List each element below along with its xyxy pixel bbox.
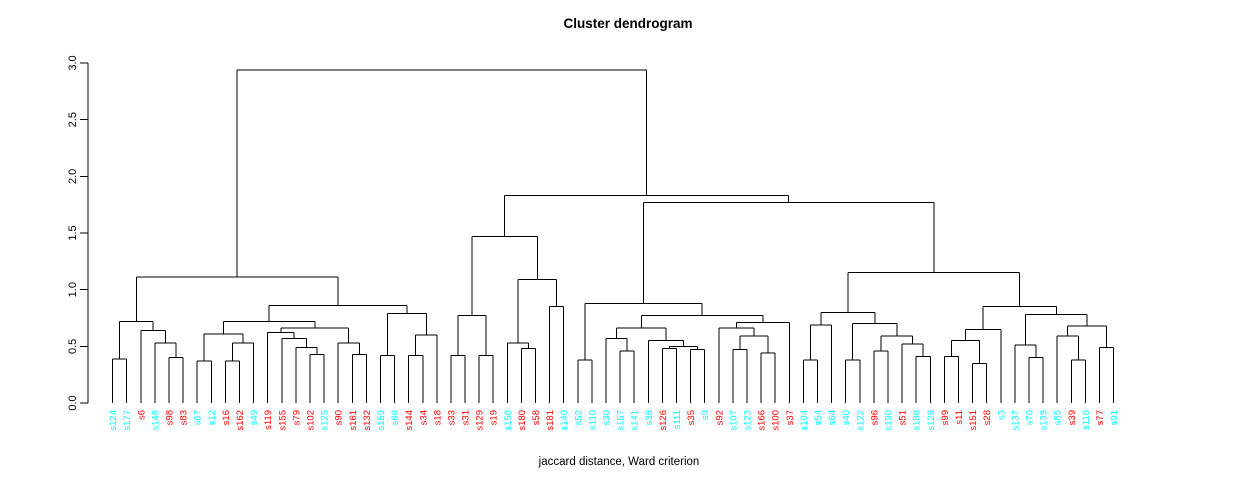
y-axis-tick-label: 1.0 — [67, 282, 79, 297]
leaf-label: s122 — [855, 410, 866, 431]
leaf-label: s161 — [348, 410, 359, 431]
leaf-label: s67 — [193, 410, 204, 425]
leaf-label: s128 — [926, 410, 937, 431]
leaf-label: s19 — [489, 410, 500, 425]
leaf-label: s11 — [954, 410, 965, 425]
leaf-label: s54 — [813, 410, 824, 425]
leaf-label: s30 — [602, 410, 613, 425]
leaf-label: s151 — [968, 410, 979, 431]
leaf-label: s100 — [771, 410, 782, 431]
leaf-label: s58 — [531, 410, 542, 425]
leaf-label: s37 — [785, 410, 796, 425]
leaf-label: s107 — [728, 410, 739, 431]
leaf-label: s49 — [249, 410, 260, 425]
y-axis: 0.0 0.5 1.0 1.5 2.0 2.5 3.0 — [67, 55, 89, 411]
leaf-label: s16 — [221, 410, 232, 425]
leaf-label: s124 — [108, 410, 119, 431]
leaf-label: s158 — [503, 410, 514, 431]
y-axis-tick-label: 3.0 — [67, 55, 79, 70]
leaf-label: s129 — [475, 410, 486, 431]
leaf-label: s119 — [263, 410, 274, 430]
y-axis-tick-label: 2.0 — [67, 169, 79, 184]
y-axis-tick-label: 1.5 — [67, 225, 79, 240]
leaf-label: s140 — [559, 410, 570, 431]
leaf-label: s35 — [686, 410, 697, 425]
leaf-label: s91 — [1109, 410, 1120, 425]
leaf-label: s31 — [461, 410, 472, 425]
y-axis-tick-label: 0.0 — [67, 395, 79, 410]
leaf-label: s18 — [432, 410, 443, 425]
leaf-label: s85 — [1053, 410, 1064, 425]
leaf-label: s123 — [743, 410, 754, 431]
leaf-label: s157 — [616, 410, 627, 431]
leaf-label: s40 — [841, 410, 852, 425]
leaf-label: s159 — [376, 410, 387, 431]
leaf-label: s9 — [700, 410, 711, 420]
leaf-label: s162 — [235, 410, 246, 431]
leaf-label: s77 — [1095, 410, 1106, 425]
leaf-label: s177 — [122, 410, 133, 431]
leaf-label: s3 — [996, 410, 1007, 420]
y-axis-tick-label: 0.5 — [67, 339, 79, 354]
leaf-label: s110 — [587, 410, 598, 430]
leaf-label: s126 — [658, 410, 669, 431]
leaf-label: s141 — [630, 410, 641, 431]
leaf-label: s155 — [277, 410, 288, 431]
leaf-label: s148 — [150, 410, 161, 431]
leaf-label: s99 — [940, 410, 951, 425]
leaf-label: s36 — [644, 410, 655, 425]
leaf-label: s6 — [136, 410, 147, 420]
leaf-label: s180 — [517, 410, 528, 431]
leaf-label: s39 — [1067, 410, 1078, 425]
leaf-label: s51 — [898, 410, 909, 425]
leaf-label: s83 — [179, 410, 190, 425]
leaf-label: s66 — [390, 410, 401, 425]
x-axis-label: jaccard distance, Ward criterion — [538, 456, 700, 468]
leaf-label: s137 — [1010, 410, 1021, 431]
leaf-label: s125 — [320, 410, 331, 431]
chart-title: Cluster dendrogram — [563, 16, 693, 31]
leaf-label: s70 — [1024, 410, 1035, 425]
leaf-label: s166 — [757, 410, 768, 431]
leaf-label: s111 — [672, 410, 683, 429]
leaf-label: s28 — [982, 410, 993, 425]
leaf-label: s188 — [912, 410, 923, 431]
leaf-label: s79 — [291, 410, 302, 425]
leaf-label: s92 — [714, 410, 725, 425]
leaf-label: s130 — [883, 410, 894, 431]
leaf-label: s34 — [418, 410, 429, 425]
leaf-label: s118 — [1081, 410, 1092, 430]
leaf-label: s52 — [573, 410, 584, 425]
leaf-label: s90 — [334, 410, 345, 425]
leaf-label: s104 — [799, 410, 810, 431]
leaf-label: s96 — [869, 410, 880, 425]
leaf-label: s139 — [1039, 410, 1050, 431]
leaf-label: s98 — [164, 410, 175, 425]
leaf-label: s181 — [545, 410, 556, 431]
leaf-label: s132 — [362, 410, 373, 431]
y-axis-tick-label: 2.5 — [67, 112, 79, 127]
leaf-label: s64 — [827, 410, 838, 425]
leaf-label: s102 — [305, 410, 316, 431]
leaf-label: s33 — [446, 410, 457, 425]
leaf-label: s12 — [207, 410, 218, 425]
leaf-label: s144 — [404, 410, 415, 431]
